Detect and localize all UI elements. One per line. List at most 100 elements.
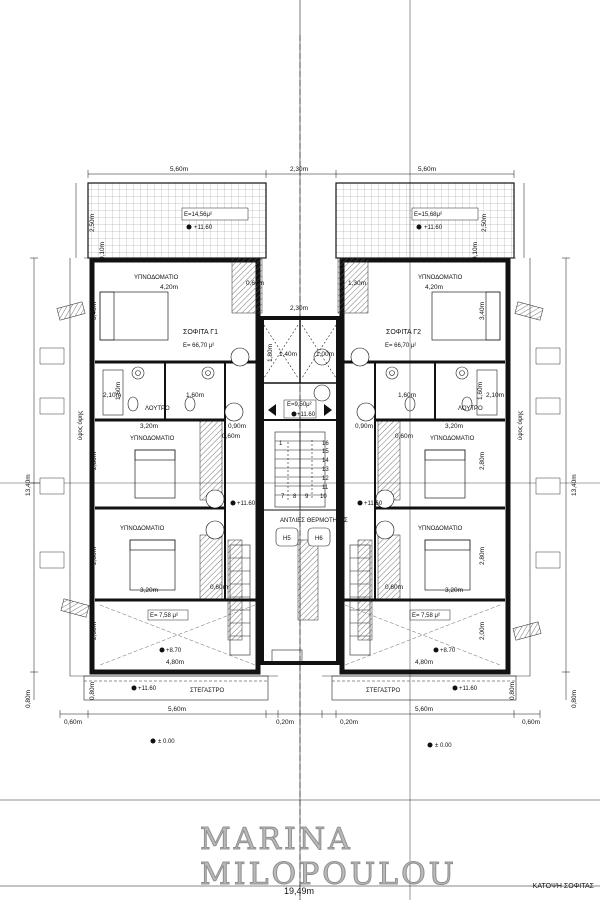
- staircase: [229, 324, 371, 663]
- facade-left-label: ύψος όψης: [77, 411, 84, 440]
- dim-eaves-right: 0,80m: [509, 682, 516, 700]
- step-13: 13: [322, 467, 329, 473]
- ground-left-level: ± 0.00: [158, 739, 175, 745]
- roof-strips: [83, 675, 517, 701]
- dim-room-depth-low-right: 2,80m: [479, 547, 486, 565]
- dim-attic-top-r2: 1,30m: [348, 280, 366, 287]
- interior-walls: [95, 320, 505, 666]
- dim-room-depth-low-left: 2,80m: [91, 547, 98, 565]
- overall-width: 19,49m: [284, 886, 315, 896]
- roof-left-level: +11.60: [138, 686, 157, 692]
- dim-terrace-offset-left: 0,10m: [99, 242, 106, 260]
- dim-inner-top-right: 4,20m: [425, 284, 443, 291]
- heat-pumps: [275, 527, 331, 547]
- dim-room-width-low-left: 3,20m: [140, 587, 158, 594]
- step-11: 11: [322, 485, 329, 491]
- dim-wc-width-left: 2,10m: [103, 392, 121, 399]
- low-area-right-box: [409, 609, 451, 621]
- bedroom-low-right-label: ΥΠΝΟΔΟΜΑΤΙΟ: [418, 526, 463, 532]
- ground-right-level: ± 0.00: [435, 743, 452, 749]
- dim-room-depth-mid-left: 2,80m: [91, 452, 98, 470]
- step-9: 9: [305, 494, 309, 500]
- dim-wc-depth-left: 1,60m: [115, 382, 122, 400]
- facade-right-label: ύψος όψης: [517, 411, 524, 440]
- bath-fixtures: [102, 366, 498, 416]
- bedroom-top-left-label: ΥΠΝΟΔΟΜΑΤΙΟ: [134, 275, 179, 281]
- dim-side-bottom-right: 0,80m: [571, 690, 578, 708]
- stair-level: +11.60: [297, 412, 316, 418]
- dimension-lines: [0, 170, 600, 887]
- dim-door-w2-right: 0,60m: [395, 433, 413, 440]
- dim-bottom-right-width: 5,60m: [415, 706, 433, 713]
- dim-top-mid: 2,30m: [290, 166, 308, 173]
- step-10: 10: [320, 494, 327, 500]
- dim-inner-top-left: 4,20m: [160, 284, 178, 291]
- step-15: 15: [322, 449, 329, 455]
- attic1-area: Ε= 66,70 μ²: [183, 343, 214, 349]
- drawing-title: ΚΑΤΟΨΗ ΣΟΦΙΤΑΣ: [532, 883, 594, 890]
- hatched-walls: [56, 257, 544, 641]
- attic2-name: ΣΟΦΙΤΑ Γ2: [386, 329, 421, 336]
- low-area-right: Ε= 7,58 μ²: [412, 613, 440, 619]
- dim-room-width-mid-right: 3,20m: [445, 423, 463, 430]
- dim-room-depth-top-left: 3,40m: [91, 302, 98, 320]
- dim-stair-side: 1,80m: [267, 344, 274, 362]
- dim-stair-top: 2,30m: [290, 305, 308, 312]
- roof-right-label: ΣΤΕΓΑΣΤΡΟ: [366, 688, 401, 694]
- dim-stair-mid-right: 1,00m: [316, 351, 334, 358]
- building-walls: [89, 257, 511, 675]
- dim-bottom-right-gap: 0,20m: [340, 719, 358, 726]
- hall-left-level: +11.60: [237, 501, 256, 507]
- low-left-level: +8.70: [166, 648, 182, 654]
- bedroom-mid-left-label: ΥΠΝΟΔΟΜΑΤΙΟ: [130, 436, 175, 442]
- dim-door-w1-left: 0,90m: [228, 423, 246, 430]
- attic2-area: Ε= 66,70 μ²: [385, 343, 416, 349]
- dim-terrace-offset-right: 0,10m: [472, 242, 479, 260]
- dim-top-right: 5,60m: [418, 166, 436, 173]
- hall-right-level: +11.60: [364, 501, 383, 507]
- dim-room-depth-top-right: 3,40m: [479, 302, 486, 320]
- dim-wc-depth-right: 1,60m: [477, 382, 484, 400]
- bedroom-mid-right-label: ΥΠΝΟΔΟΜΑΤΙΟ: [430, 436, 475, 442]
- dim-bottom-left-gap: 0,20m: [276, 719, 294, 726]
- dim-room-width-mid-left: 3,20m: [140, 423, 158, 430]
- low-area-left-box: [147, 609, 189, 621]
- dim-low-width-right: 4,80m: [415, 659, 433, 666]
- dim-wc-width-right: 2,10m: [486, 392, 504, 399]
- dim-low-depth-left: 2,00m: [91, 622, 98, 640]
- stair-area-box: [283, 399, 317, 419]
- dim-door-w3-left: 0,60m: [210, 584, 228, 591]
- dim-door-w1-right: 0,90m: [355, 423, 373, 430]
- terrace-right: [335, 182, 515, 259]
- door-tags: [205, 347, 395, 540]
- bedroom-top-right-label: ΥΠΝΟΔΟΜΑΤΙΟ: [418, 275, 463, 281]
- dim-room-depth-mid-right: 2,80m: [479, 452, 486, 470]
- pump-h6: Η6: [315, 536, 323, 542]
- step-12: 12: [322, 476, 329, 482]
- window-tags: [39, 347, 561, 569]
- dim-bottom-left-width: 5,60m: [168, 706, 186, 713]
- terrace-left: [87, 182, 267, 259]
- dim-terrace-depth-right: 2,50m: [481, 214, 488, 232]
- dim-attic-top-l: 0,60m: [246, 280, 264, 287]
- watermark: MARINA MILOPOULOU: [200, 822, 457, 893]
- attic1-name: ΣΟΦΙΤΑ Γ1: [183, 329, 218, 336]
- step-8: 8: [293, 494, 297, 500]
- roof-right-level: +11.60: [459, 686, 478, 692]
- dim-bottom-right-margin: 0,60m: [522, 719, 540, 726]
- bath-right-label: ΛΟΥΤΡΟ: [458, 406, 483, 412]
- dim-side-bottom-left: 0,80m: [25, 690, 32, 708]
- dim-hall-width-right: 1,60m: [398, 392, 416, 399]
- dim-bottom-left-margin: 0,60m: [64, 719, 82, 726]
- low-area-left: Ε= 7,58 μ²: [150, 613, 178, 619]
- terrace-right-area: Ε=15,68μ²: [414, 212, 442, 218]
- dim-low-depth-right: 2,00m: [479, 622, 486, 640]
- dim-side-height-right: 13,40m: [571, 474, 578, 496]
- low-right-level: +8.70: [440, 648, 456, 654]
- dim-door-w3-right: 0,60m: [385, 584, 403, 591]
- arrow-icons: [268, 404, 332, 416]
- dim-terrace-depth-left: 2,50m: [89, 214, 96, 232]
- roof-left-label: ΣΤΕΓΑΣΤΡΟ: [190, 688, 225, 694]
- dim-hall-width-left: 1,60m: [186, 392, 204, 399]
